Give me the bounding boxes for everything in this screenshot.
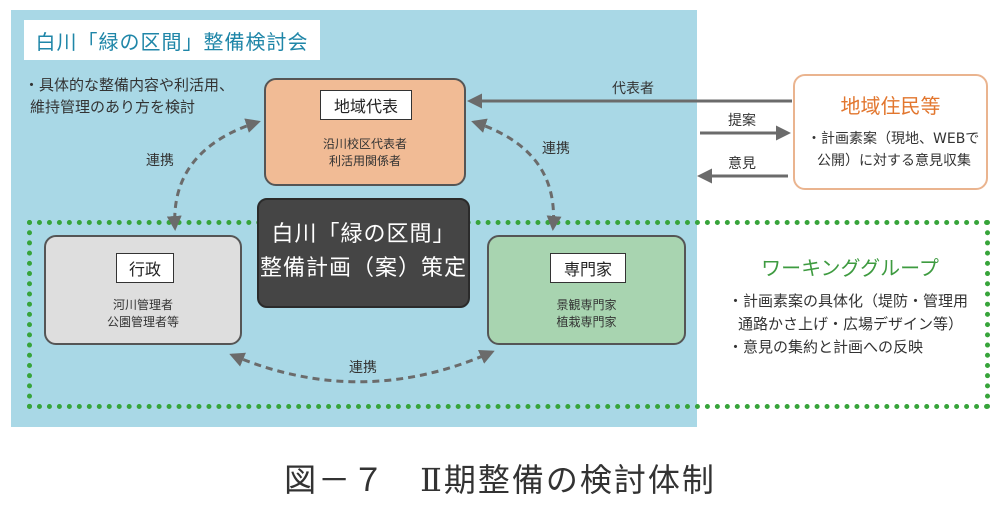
residents-box: 地域住民等 ・計画素案（現地、WEBで 公開）に対する意見収集 [793,74,988,190]
center-line1: 白川「緑の区間」 [271,222,456,247]
node-label: 地域代表 [320,90,412,120]
node-sub2: 公園管理者等 [106,315,179,329]
node-sub2: 植栽専門家 [556,315,617,329]
label-proposal: 提案 [728,113,756,129]
council-title: 白川「緑の区間」整備検討会 [24,20,320,60]
label-representative: 代表者 [612,81,654,97]
council-note-line1: ・具体的な整備内容や利活用、 [24,76,235,94]
wg-item1: ・計画素案の具体化（堤防・管理用 [728,292,969,310]
node-subtext: 河川管理者 公園管理者等 [46,297,240,331]
node-sub1: 景観専門家 [556,298,617,312]
node-subtext: 景観専門家 植栽専門家 [489,297,684,331]
link-gyosei-senmon [229,350,495,384]
node-subtext: 沿川校区代表者 利活用関係者 [266,136,464,170]
node-plan-formulation: 白川「緑の区間」 整備計画（案）策定 [257,198,470,308]
residents-note-line1: ・計画素案（現地、WEBで [807,131,980,147]
node-regional-representative: 地域代表 沿川校区代表者 利活用関係者 [264,78,466,186]
node-label: 専門家 [550,253,626,283]
center-line2: 整備計画（案）策定 [259,256,467,281]
node-sub1: 沿川校区代表者 [322,137,407,151]
link-label-bottom: 連携 [349,360,377,376]
figure-caption: 図－７ Ⅱ期整備の検討体制 [284,461,716,499]
working-group-notes: ・計画素案の具体化（堤防・管理用 通路かさ上げ・広場デザイン等） ・意見の集約と… [728,290,988,359]
center-text: 白川「緑の区間」 整備計画（案）策定 [259,218,468,286]
label-opinion: 意見 [728,156,756,172]
council-note: ・具体的な整備内容や利活用、 維持管理のあり方を検討 [24,74,264,118]
link-label-right: 連携 [542,141,570,157]
council-note-line2: 維持管理のあり方を検討 [30,98,196,116]
residents-note: ・計画素案（現地、WEBで 公開）に対する意見収集 [807,128,985,172]
node-experts: 専門家 景観専門家 植栽専門家 [487,235,686,345]
node-administration: 行政 河川管理者 公園管理者等 [44,235,242,345]
residents-note-line2: 公開）に対する意見収集 [817,153,971,169]
node-label: 行政 [116,253,174,283]
node-sub2: 利活用関係者 [328,154,401,168]
wg-item2: ・意見の集約と計画への反映 [728,338,924,356]
link-label-left: 連携 [146,153,174,169]
link-chiiki-gyosei [166,118,261,231]
working-group-title: ワーキンググループ [761,256,939,280]
link-chiiki-senmon [471,118,562,231]
wg-item1b: 通路かさ上げ・広場デザイン等） [738,315,964,333]
node-sub1: 河川管理者 [112,298,173,312]
residents-title: 地域住民等 [840,94,941,118]
